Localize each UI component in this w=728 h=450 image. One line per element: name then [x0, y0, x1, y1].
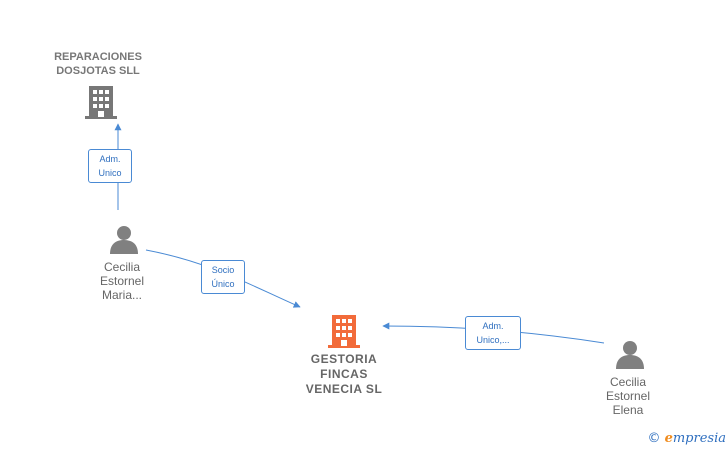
- edge-label-line-1: Socio: [211, 265, 235, 275]
- building-icon[interactable]: [85, 84, 117, 120]
- company-label-reparaciones[interactable]: REPARACIONES DOSJOTAS SLL: [40, 50, 156, 78]
- brand-initial: e: [664, 431, 673, 446]
- person-icon[interactable]: [109, 224, 139, 254]
- company-name-line-1: GESTORIA: [310, 352, 378, 366]
- brand-footer: © empresia: [647, 431, 726, 446]
- person-label-cecilia-elena[interactable]: Cecilia Estornel Elena: [582, 375, 674, 417]
- edge-label-adm-unico-2[interactable]: Adm. Unico,...: [465, 316, 521, 350]
- edge-label-line-2: Unico,...: [476, 335, 510, 345]
- person-icon[interactable]: [615, 339, 645, 369]
- copyright-symbol: ©: [647, 431, 661, 446]
- person-name-line-1: Cecilia: [609, 375, 646, 389]
- company-label-gestoria[interactable]: GESTORIA FINCAS VENECIA SL: [286, 352, 402, 397]
- person-name-line-2: Estornel: [99, 274, 145, 288]
- company-name-line-2: DOSJOTAS SLL: [56, 65, 140, 77]
- person-name-line-2: Estornel: [605, 389, 651, 403]
- edge-label-socio-unico[interactable]: Socio Único: [201, 260, 245, 294]
- person-name-line-1: Cecilia: [103, 260, 140, 274]
- company-name-line-3: VENECIA SL: [305, 382, 383, 396]
- edge-label-line-1: Adm.: [99, 154, 121, 164]
- building-icon[interactable]: [328, 313, 360, 349]
- company-name-line-2: FINCAS: [320, 367, 368, 381]
- edge-label-line-2: Único: [211, 279, 235, 289]
- edge-label-line-1: Adm.: [482, 321, 504, 331]
- edge-label-line-2: Unico: [98, 168, 122, 178]
- person-label-cecilia-maria[interactable]: Cecilia Estornel Maria...: [74, 260, 170, 302]
- person-name-line-3: Elena: [612, 403, 644, 417]
- edge-label-adm-unico-1[interactable]: Adm. Unico: [88, 149, 132, 183]
- person-name-line-3: Maria...: [101, 288, 142, 302]
- brand-name: mpresia: [672, 431, 726, 446]
- company-name-line-1: REPARACIONES: [54, 51, 142, 63]
